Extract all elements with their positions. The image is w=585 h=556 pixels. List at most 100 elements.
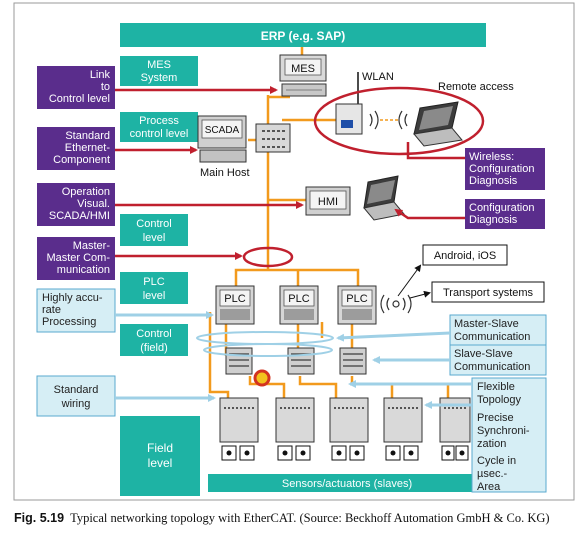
svg-text:Transport systems: Transport systems	[443, 287, 534, 299]
svg-text:System: System	[141, 72, 178, 84]
figure-label: Fig. 5.19	[14, 511, 65, 525]
svg-text:Flexible: Flexible	[477, 381, 515, 393]
svg-text:Configuration: Configuration	[469, 202, 534, 214]
svg-text:Component: Component	[53, 154, 110, 166]
wlan-label: WLAN	[362, 71, 394, 83]
sensors-bar	[208, 474, 486, 492]
svg-text:Highly accu-: Highly accu-	[42, 292, 103, 304]
level-process-control: Process control level	[120, 112, 198, 142]
blue-arrows	[115, 311, 472, 409]
box-operation-visual: Operation Visual. SCADA/HMI	[37, 183, 115, 226]
erp-label: ERP (e.g. SAP)	[261, 29, 345, 43]
plc-2: PLC	[279, 285, 319, 325]
laptop-hmi-icon	[363, 175, 405, 221]
svg-text:Diagnosis: Diagnosis	[469, 214, 518, 226]
coupler-row	[225, 347, 367, 375]
level-field: Field level	[120, 416, 200, 496]
svg-text:SCADA/HMI: SCADA/HMI	[49, 210, 110, 222]
svg-text:PLC: PLC	[288, 293, 309, 305]
svg-text:control level: control level	[130, 128, 189, 140]
svg-text:Communication: Communication	[454, 331, 530, 343]
main-host-label: Main Host	[200, 167, 250, 179]
svg-text:Android, iOS: Android, iOS	[434, 250, 496, 262]
status-indicator	[253, 369, 271, 387]
svg-text:HMI: HMI	[318, 196, 338, 208]
box-highly-accurate: Highly accu- rate Processing	[36, 288, 116, 333]
svg-text:level: level	[143, 232, 166, 244]
svg-text:level: level	[143, 290, 166, 302]
svg-text:munication: munication	[57, 264, 110, 276]
master-master-ellipse	[242, 246, 294, 268]
box-standard-ethernet: Standard Ethernet- Component	[37, 127, 115, 170]
sensor-dots	[226, 450, 465, 456]
svg-text:Process: Process	[139, 115, 179, 127]
svg-text:Ethernet-: Ethernet-	[65, 142, 111, 154]
box-wireless: Wireless: Configuration Diagnosis	[465, 148, 545, 190]
box-standard-wiring: Standard wiring	[36, 375, 116, 417]
svg-text:Topology: Topology	[477, 394, 522, 406]
svg-text:level: level	[148, 456, 173, 470]
figure-caption: Fig. 5.19 Typical networking topology wi…	[14, 510, 574, 526]
box-configuration: Configuration Diagnosis	[465, 199, 545, 229]
svg-text:Standard: Standard	[54, 384, 99, 396]
svg-text:Communication: Communication	[454, 361, 530, 373]
svg-text:SCADA: SCADA	[205, 125, 240, 136]
svg-text:Diagnosis: Diagnosis	[469, 175, 518, 187]
level-control-field: Control (field)	[120, 324, 188, 356]
ethernet-switch	[255, 123, 291, 153]
box-features: Flexible Topology Precise Synchroni- zat…	[471, 377, 547, 493]
plc-3: PLC	[337, 285, 377, 325]
wireless-waves-icon	[369, 110, 408, 130]
laptop-remote-icon	[413, 101, 463, 147]
svg-text:MES: MES	[291, 63, 315, 75]
svg-text:PLC: PLC	[143, 276, 164, 288]
box-link-to-control-level: Link to Control level	[37, 66, 115, 109]
box-master-slave: Master-Slave Communication	[449, 314, 547, 346]
svg-text:Processing: Processing	[42, 316, 96, 328]
level-mes: MES System	[120, 56, 198, 86]
arrow-android	[397, 264, 422, 297]
plc-wireless-waves-icon	[380, 294, 412, 314]
level-plc: PLC level	[120, 272, 188, 304]
svg-text:Link: Link	[90, 69, 111, 81]
wlan-access-point	[335, 72, 363, 135]
figure-caption-text: Typical networking topology with EtherCA…	[70, 511, 550, 525]
svg-text:Field: Field	[147, 441, 173, 455]
transport-systems-box: Transport systems	[431, 281, 545, 303]
android-ios-box: Android, iOS	[422, 244, 508, 266]
svg-text:Precise: Precise	[477, 412, 514, 424]
slave-slave-ellipse	[203, 343, 333, 357]
remote-access-label: Remote access	[438, 81, 514, 93]
svg-text:Master-: Master-	[73, 240, 111, 252]
svg-text:Synchroni-: Synchroni-	[477, 425, 530, 437]
svg-text:Visual.: Visual.	[77, 198, 110, 210]
svg-text:µsec.-: µsec.-	[477, 468, 508, 480]
erp-bar	[120, 23, 486, 47]
svg-text:PLC: PLC	[224, 293, 245, 305]
svg-text:Slave-Slave: Slave-Slave	[454, 348, 513, 360]
svg-text:Area: Area	[477, 481, 501, 493]
svg-text:Master-Slave: Master-Slave	[454, 318, 519, 330]
svg-text:Wireless:: Wireless:	[469, 151, 514, 163]
svg-text:Cycle in: Cycle in	[477, 455, 516, 467]
svg-text:Configuration: Configuration	[469, 163, 534, 175]
svg-text:to: to	[101, 81, 110, 93]
svg-text:Operation: Operation	[62, 186, 110, 198]
remote-access-ellipse	[313, 86, 485, 156]
svg-text:PLC: PLC	[346, 293, 367, 305]
arrow-transport	[409, 290, 431, 299]
sensors-label: Sensors/actuators (slaves)	[282, 478, 412, 490]
svg-text:Control: Control	[136, 218, 171, 230]
box-slave-slave: Slave-Slave Communication	[449, 344, 547, 376]
hmi-panel: HMI	[305, 186, 351, 216]
svg-text:Standard: Standard	[65, 130, 110, 142]
svg-text:(field): (field)	[140, 342, 168, 354]
red-arrows	[115, 86, 465, 260]
svg-text:rate: rate	[42, 304, 61, 316]
svg-text:Control level: Control level	[49, 93, 110, 105]
svg-text:Control: Control	[136, 328, 171, 340]
svg-text:wiring: wiring	[61, 398, 91, 410]
box-master-master: Master- Master Com- munication	[37, 237, 115, 280]
level-control: Control level	[120, 214, 188, 246]
